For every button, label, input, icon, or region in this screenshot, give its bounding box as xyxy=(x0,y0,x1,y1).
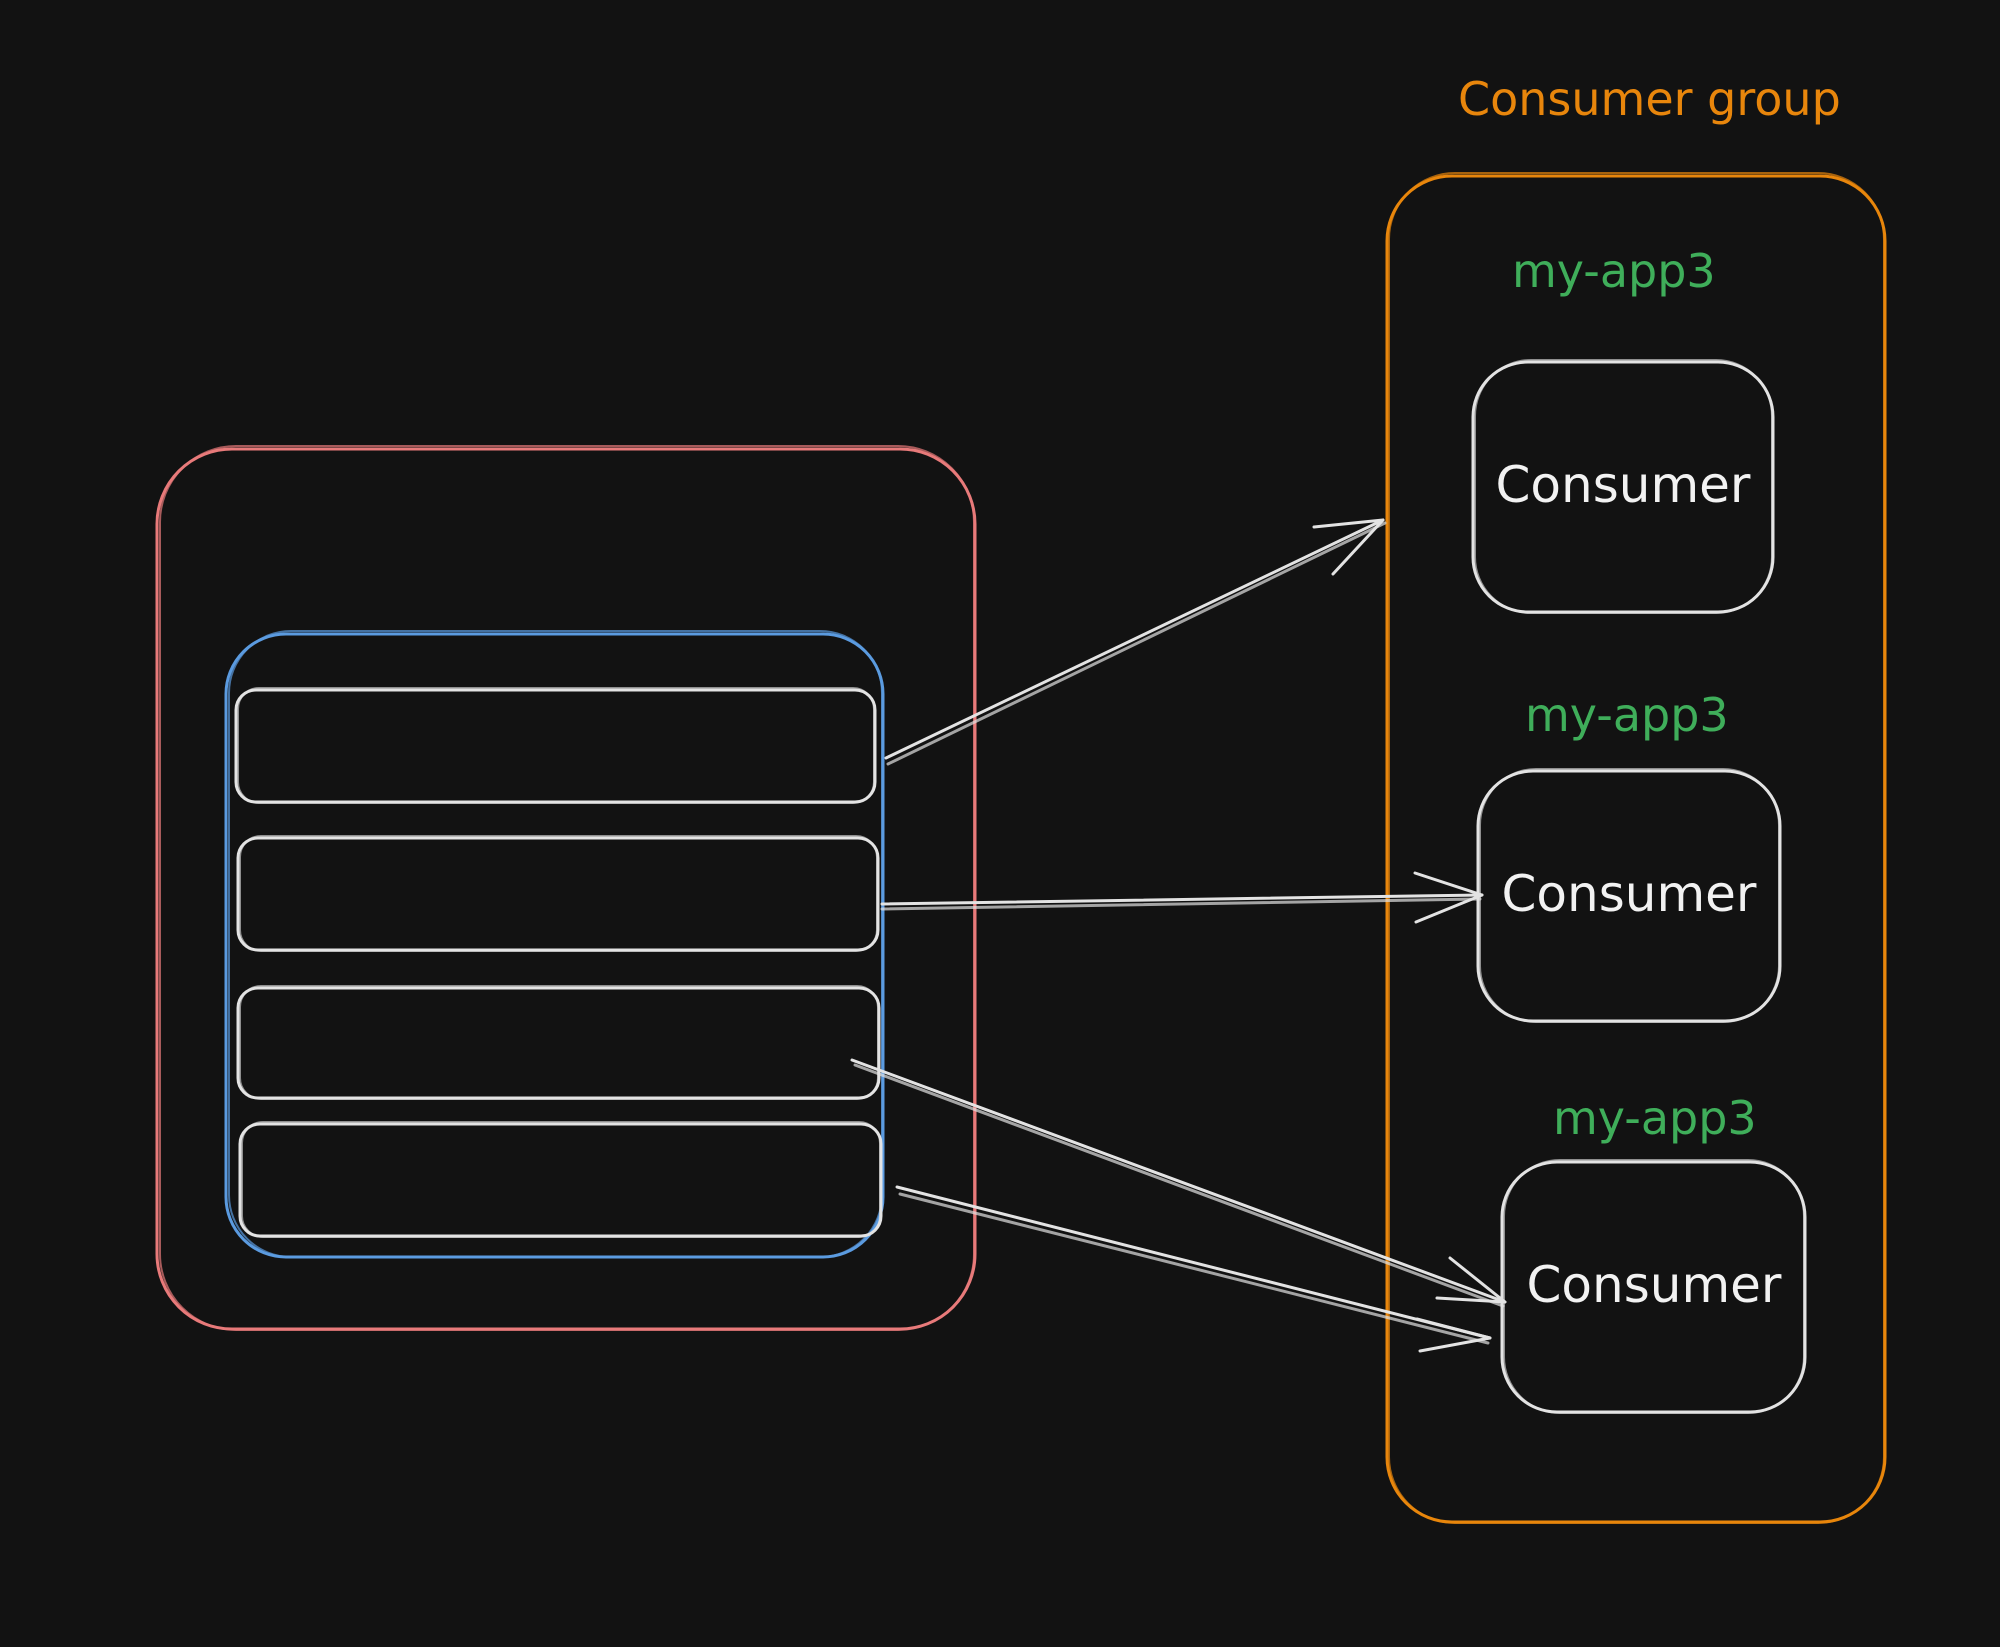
consumer-label-2: Consumer xyxy=(1502,865,1757,923)
app-label-1: my-app3 xyxy=(1512,244,1716,298)
partition-3[interactable] xyxy=(238,1121,883,1238)
arrow-partition-3-to-consumer-3 xyxy=(895,1185,1492,1353)
arrow-partition-2-to-consumer-3 xyxy=(850,1058,1507,1308)
arrow-partition-1-to-consumer-2 xyxy=(880,871,1484,924)
partition-0[interactable] xyxy=(234,687,877,804)
consumer-label-3: Consumer xyxy=(1527,1256,1782,1314)
consumer-group-title: Consumer group xyxy=(1458,72,1841,126)
arrow-partition-0-to-group xyxy=(884,518,1387,766)
consumer-group-container[interactable] xyxy=(1385,172,1887,1524)
consumer-box-3[interactable]: Consumer xyxy=(1500,1159,1807,1414)
partition-container[interactable] xyxy=(224,630,885,1259)
app-label-2: my-app3 xyxy=(1525,688,1729,742)
consumer-label-1: Consumer xyxy=(1496,456,1751,514)
partition-1[interactable] xyxy=(236,835,880,952)
partition-2[interactable] xyxy=(236,985,881,1100)
consumer-box-1[interactable]: Consumer xyxy=(1471,359,1775,614)
app-label-3: my-app3 xyxy=(1553,1091,1757,1145)
consumer-box-2[interactable]: Consumer xyxy=(1476,768,1782,1023)
topic-box[interactable] xyxy=(155,445,977,1331)
